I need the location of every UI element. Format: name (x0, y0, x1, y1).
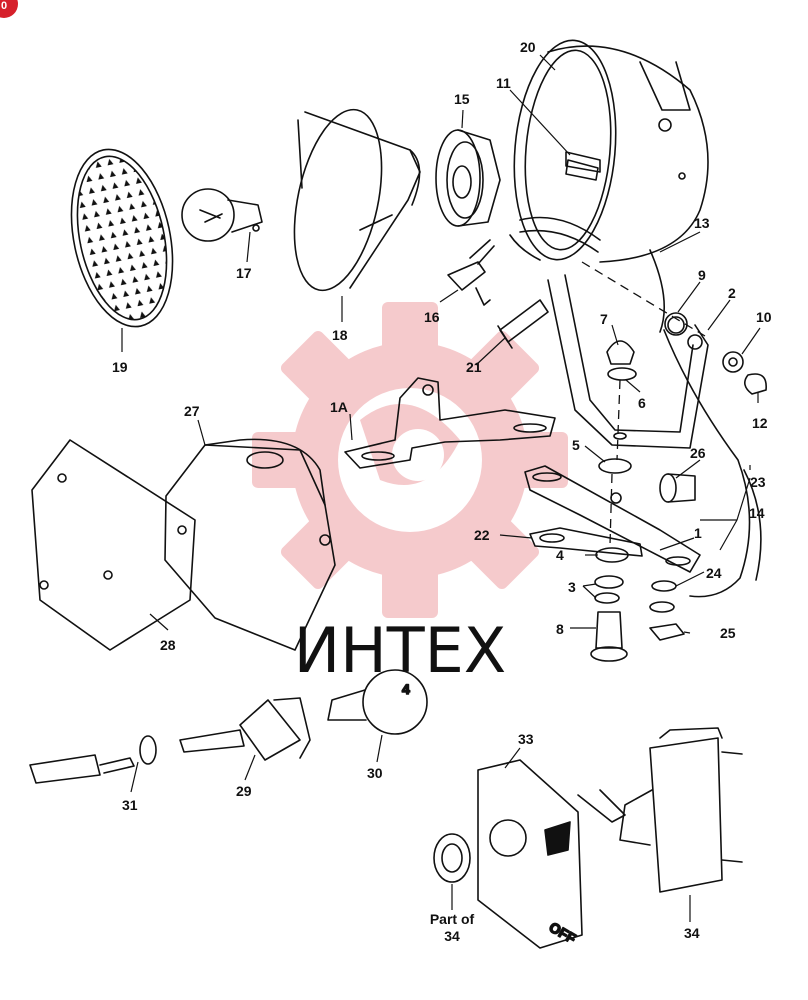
label-4: 4 (556, 547, 564, 563)
washer-4 (595, 547, 629, 563)
label-part-of-line2: 34 (444, 928, 460, 944)
toggle-switch-34 (577, 727, 743, 893)
part-labels: 20 11 15 13 9 2 10 12 7 6 5 26 23 14 1 2… (112, 39, 772, 944)
washer-5 (598, 458, 632, 474)
acorn-nut-12 (744, 373, 767, 395)
washers-3 (594, 575, 624, 604)
watermark-logo (252, 302, 568, 618)
lens-19 (70, 148, 174, 328)
label-6: 6 (638, 395, 646, 411)
label-27: 27 (184, 403, 200, 419)
corner-badge: 0 (0, 0, 18, 18)
label-15: 15 (454, 91, 470, 107)
svg-text:0: 0 (1, 0, 7, 12)
socket-15 (435, 129, 501, 227)
label-17: 17 (236, 265, 252, 281)
bolt-8 (590, 611, 628, 662)
label-18: 18 (332, 327, 348, 343)
label-25: 25 (720, 625, 736, 641)
lockwasher-10 (722, 351, 744, 373)
label-13: 13 (694, 215, 710, 231)
label-14: 14 (749, 505, 765, 521)
reflector-18 (293, 108, 421, 292)
svg-text:OFF: OFF (547, 919, 580, 947)
label-5: 5 (572, 437, 580, 453)
label-19: 19 (112, 359, 128, 375)
socket-29 (179, 697, 311, 761)
plate-28 (31, 439, 196, 651)
leader-lines (121, 54, 761, 922)
nut-34 (433, 833, 471, 883)
bracket-1a (344, 377, 556, 469)
mount-27 (164, 438, 336, 651)
bracket-1 (524, 465, 701, 573)
label-part-of-line1: Part of (430, 911, 475, 927)
label-31: 31 (122, 797, 138, 813)
clip-16 (447, 239, 495, 306)
bulb-30: 4 (327, 669, 428, 735)
label-10: 10 (756, 309, 772, 325)
bracket-22 (529, 527, 643, 557)
label-12: 12 (752, 415, 768, 431)
label-23: 23 (750, 474, 766, 490)
watermark-text: ИНТЕХ (294, 614, 507, 687)
washer-24 (649, 580, 677, 613)
bulb-17 (181, 188, 263, 242)
switch-plate-33: OFF (477, 759, 583, 949)
wires (649, 249, 762, 598)
label-22: 22 (474, 527, 490, 543)
label-26: 26 (690, 445, 706, 461)
bracket-2 (547, 274, 709, 449)
label-9: 9 (698, 267, 706, 283)
label-30: 30 (367, 765, 383, 781)
acorn-nut-7 (606, 340, 635, 365)
label-2: 2 (728, 285, 736, 301)
label-33: 33 (518, 731, 534, 747)
svg-text:4: 4 (402, 681, 410, 697)
washer-9 (664, 312, 688, 336)
screw-26 (659, 473, 696, 503)
stud-11 (565, 151, 601, 173)
label-28: 28 (160, 637, 176, 653)
housing-20 (509, 39, 709, 263)
label-16: 16 (424, 309, 440, 325)
washer-6 (607, 367, 637, 381)
nut-25 (649, 623, 685, 641)
label-7: 7 (600, 311, 608, 327)
label-1a: 1A (330, 399, 348, 415)
label-3: 3 (568, 579, 576, 595)
label-8: 8 (556, 621, 564, 637)
label-29: 29 (236, 783, 252, 799)
screw-21 (497, 299, 549, 349)
label-21: 21 (466, 359, 482, 375)
label-20: 20 (520, 39, 536, 55)
label-11: 11 (496, 75, 511, 91)
label-24: 24 (706, 565, 722, 581)
label-34: 34 (684, 925, 700, 941)
label-1: 1 (694, 525, 702, 541)
terminal-31 (29, 735, 157, 784)
